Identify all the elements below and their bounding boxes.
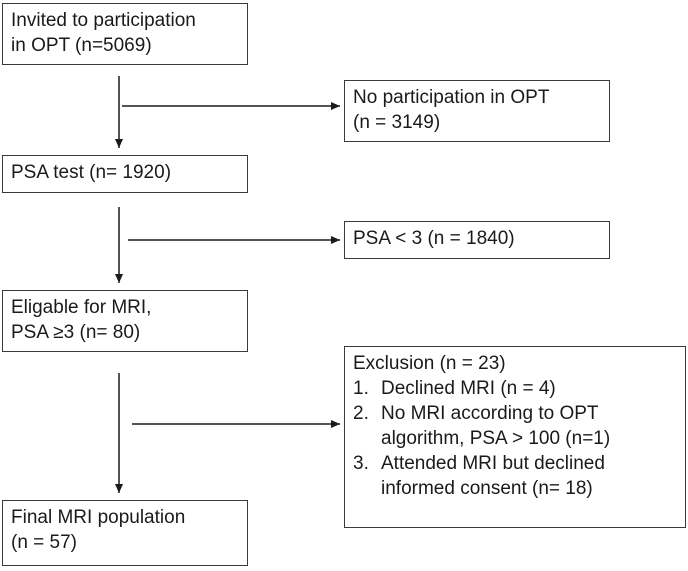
exclusion-item-3-line-1: Attended MRI but declined	[381, 453, 605, 474]
box-psa-low: PSA < 3 (n = 1840)	[344, 221, 610, 259]
invited-line-1: Invited to participation	[11, 10, 196, 31]
exclusion-item-1-line-1: Declined MRI (n = 4)	[381, 378, 556, 399]
invited-line-2: in OPT (n=5069)	[11, 35, 152, 56]
eligible-line-2: PSA ≥3 (n= 80)	[11, 322, 141, 343]
box-invited: Invited to participation in OPT (n=5069)	[2, 3, 248, 65]
no-participation-line-1: No participation in OPT	[353, 87, 550, 108]
exclusion-item-3-line-2: informed consent (n= 18)	[381, 478, 593, 499]
eligible-line-1: Eligable for MRI,	[11, 297, 152, 318]
box-final: Final MRI population (n = 57)	[2, 500, 248, 566]
exclusion-item-3-number: 3.	[353, 453, 369, 474]
exclusion-item-2-number: 2.	[353, 403, 369, 424]
box-exclusion: Exclusion (n = 23) 1. Declined MRI (n = …	[344, 346, 686, 528]
box-eligible: Eligable for MRI, PSA ≥3 (n= 80)	[2, 290, 248, 352]
psa-low-line-1: PSA < 3 (n = 1840)	[353, 228, 515, 249]
final-line-1: Final MRI population	[11, 507, 186, 528]
final-line-2: (n = 57)	[11, 532, 78, 553]
exclusion-item-1: 1. Declined MRI (n = 4)	[353, 376, 677, 401]
exclusion-item-2-line-1: No MRI according to OPT	[381, 403, 599, 424]
box-no-participation: No participation in OPT (n = 3149)	[344, 80, 610, 142]
exclusion-item-3: 3. Attended MRI but declined informed co…	[353, 451, 677, 501]
exclusion-title: Exclusion (n = 23)	[353, 353, 506, 374]
box-psa-test: PSA test (n= 1920)	[2, 155, 248, 193]
no-participation-line-2: (n = 3149)	[353, 112, 441, 133]
psa-test-line-1: PSA test (n= 1920)	[11, 162, 172, 183]
exclusion-item-2-line-2: algorithm, PSA > 100 (n=1)	[381, 428, 611, 449]
exclusion-item-1-number: 1.	[353, 378, 369, 399]
exclusion-item-2: 2. No MRI according to OPT algorithm, PS…	[353, 401, 677, 451]
